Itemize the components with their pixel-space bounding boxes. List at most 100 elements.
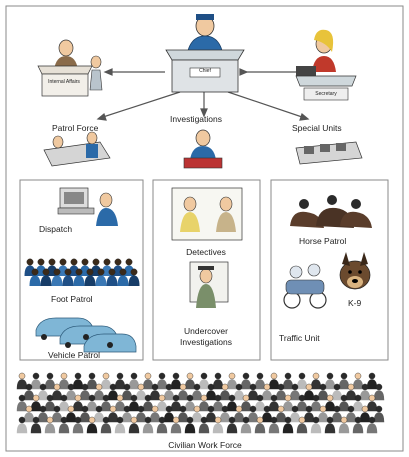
crowd-person-head (361, 405, 369, 413)
crowd-person-body (261, 390, 273, 401)
internal-affairs-plaque-label: Internal Affairs (48, 79, 80, 85)
crowd-person-head (18, 394, 26, 402)
crowd-person-body (51, 412, 63, 423)
crowd-person-body (84, 275, 96, 286)
k9-dog-illustration (339, 252, 371, 290)
crowd-person-head (333, 405, 341, 413)
crowd-person-head (354, 372, 362, 380)
crowd-person-body (254, 379, 266, 390)
crowd-person-head (95, 405, 103, 413)
crowd-person-body (170, 423, 182, 434)
crowd-person-head (235, 405, 243, 413)
crowd-person-head (179, 383, 187, 391)
crowd-person-head (102, 416, 110, 424)
crowd-person-body (44, 401, 56, 412)
crowd-person-body (296, 401, 308, 412)
crowd-person-body (310, 379, 322, 390)
crowd-person-body (205, 390, 217, 401)
crowd-person-body (114, 423, 126, 434)
crowd-person-body (198, 379, 210, 390)
crowd-person-head (25, 405, 33, 413)
crowd-person-head (228, 416, 236, 424)
crowd-person-body (177, 412, 189, 423)
crowd-person-body (128, 423, 140, 434)
crowd-person-head (298, 416, 306, 424)
crowd-person-head (60, 372, 68, 380)
crowd-person-body (366, 423, 378, 434)
crowd-person-head (375, 405, 383, 413)
crowd-person-body (106, 275, 118, 286)
crowd-person-head (312, 372, 320, 380)
crowd-person-head (42, 268, 50, 276)
crowd-person-head (298, 394, 306, 402)
civilian-work-force-label: Civilian Work Force (168, 440, 242, 450)
patrol-force-box (19, 179, 144, 361)
crowd-person-body (303, 390, 315, 401)
special-units-desk-illustration (295, 141, 363, 165)
foot-patrol-label: Foot Patrol (51, 294, 93, 304)
crowd-person-head (48, 258, 56, 266)
crowd-person-head (130, 372, 138, 380)
crowd-person-head (151, 405, 159, 413)
crowd-person-head (207, 405, 215, 413)
crowd-person-head (109, 383, 117, 391)
crowd-person-body (331, 412, 343, 423)
crowd-person-head (270, 372, 278, 380)
crowd-person-body (58, 401, 70, 412)
crowd-person-body (212, 379, 224, 390)
crowd-person-head (137, 405, 145, 413)
crowd-person-head (186, 394, 194, 402)
crowd-person-body (65, 412, 77, 423)
crowd-person-body (156, 379, 168, 390)
crowd-person-head (144, 416, 152, 424)
crowd-person-body (324, 379, 336, 390)
crowd-person-body (117, 275, 129, 286)
crowd-person-head (151, 383, 159, 391)
internal-affairs-illustration (37, 39, 103, 97)
crowd-person-body (16, 401, 28, 412)
crowd-person-head (235, 383, 243, 391)
traffic-unit-illustration (283, 263, 327, 309)
crowd-person-head (214, 372, 222, 380)
crowd-person-head (165, 405, 173, 413)
crowd-person-body (51, 275, 63, 286)
crowd-person-body (219, 390, 231, 401)
crowd-person-head (214, 394, 222, 402)
crowd-person-head (221, 383, 229, 391)
crowd-person-head (32, 394, 40, 402)
crowd-person-head (32, 416, 40, 424)
crowd-person-head (109, 405, 117, 413)
crowd-person-body (282, 401, 294, 412)
crowd-person-body (156, 423, 168, 434)
crowd-person-head (158, 394, 166, 402)
crowd-person-head (144, 372, 152, 380)
crowd-person-head (242, 416, 250, 424)
crowd-person-head (59, 258, 67, 266)
crowd-person-head (123, 383, 131, 391)
crowd-person-head (214, 416, 222, 424)
crowd-person-body (268, 401, 280, 412)
undercover-illustration (189, 261, 229, 308)
crowd-person-head (114, 258, 122, 266)
crowd-person-body (296, 379, 308, 390)
crowd-person-head (256, 372, 264, 380)
crowd-person-body (37, 412, 49, 423)
crowd-person-head (249, 405, 257, 413)
foot-patrol-illustration (24, 258, 140, 286)
crowd-person-head (326, 416, 334, 424)
crowd-person-head (340, 372, 348, 380)
crowd-person-head (53, 268, 61, 276)
crowd-person-body (121, 390, 133, 401)
crowd-person-head (263, 383, 271, 391)
crowd-person-body (233, 412, 245, 423)
crowd-person-head (284, 372, 292, 380)
crowd-person-body (359, 390, 371, 401)
crowd-person-head (26, 258, 34, 266)
crowd-person-body (184, 401, 196, 412)
vehicle-patrol-label: Vehicle Patrol (48, 350, 100, 360)
crowd-person-head (305, 405, 313, 413)
crowd-person-head (18, 372, 26, 380)
crowd-person-head (291, 405, 299, 413)
crowd-person-head (326, 394, 334, 402)
crowd-person-head (298, 372, 306, 380)
